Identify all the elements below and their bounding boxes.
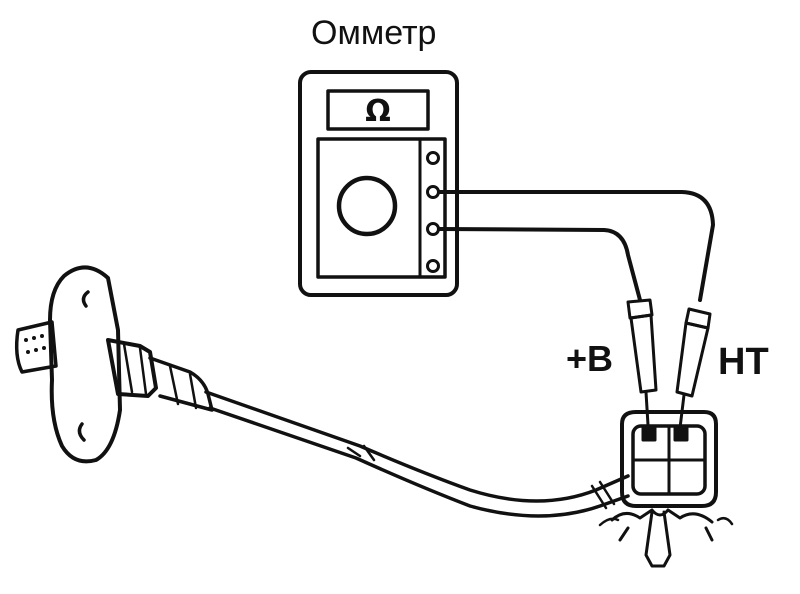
ohmmeter: Ω [298,70,459,297]
ohmmeter-body [298,70,459,297]
sensor-tip-vents [24,334,46,354]
test-leads [437,190,715,302]
lead-ht-wire [437,190,715,302]
ohmmeter-title: Омметр [311,14,437,52]
ohmmeter-display [326,89,430,131]
oxygen-sensor [14,265,214,464]
terminal-1 [426,151,440,165]
terminal-4 [426,259,440,273]
sensor-flange [48,265,122,464]
sensor-hex-body [106,338,158,398]
pin-ht [673,426,689,442]
ohmmeter-panel [316,137,447,279]
probe-positive-label: +B [566,338,614,379]
terminal-3 [426,222,440,236]
probe-positive [626,298,658,427]
sensor-connector [598,410,734,568]
sensor-tip [14,320,58,374]
lead-positive-wire [437,227,642,302]
sensor-boot [148,356,214,412]
connector-clip [610,508,714,568]
connector-housing [620,410,718,508]
range-knob [336,175,398,237]
probe-ht-label: HT [718,341,769,383]
sensor-cable [204,390,630,518]
pin-positive [641,426,657,442]
terminal-2 [426,185,440,199]
ohm-symbol: Ω [365,94,391,129]
